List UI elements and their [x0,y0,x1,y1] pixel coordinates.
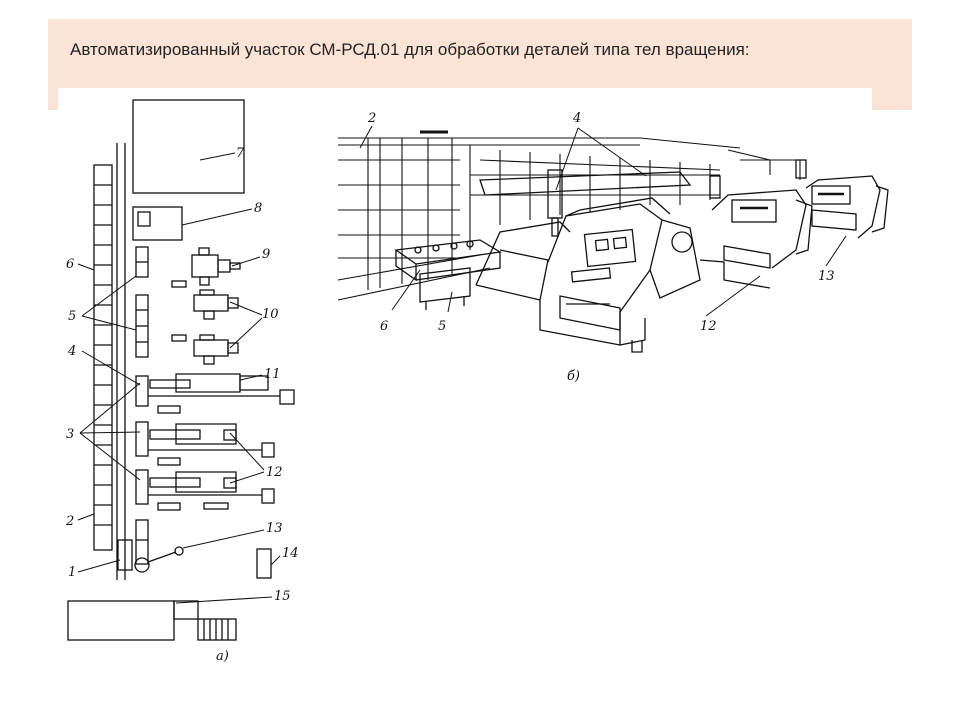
label-b-13: 13 [818,269,835,284]
unit-7 [132,99,245,194]
machines-12 [148,423,275,511]
label-a-6: 6 [66,257,74,272]
unit-15 [67,600,237,641]
pallets [135,246,149,565]
label-a-11: 11 [264,367,281,382]
device-9 [191,247,241,286]
label-a-12: 12 [266,465,283,480]
storage-rack [93,164,113,551]
plan-diagram: 1 2 3 4 5 6 7 8 9 10 11 12 13 14 15 а) [65,99,299,664]
machine-13 [795,159,889,239]
label-a-1: 1 [68,565,76,580]
cart-1 [117,539,133,571]
slide-title: Автоматизированный участок СМ-РСД.01 для… [70,40,750,59]
label-a-14: 14 [282,546,299,561]
banner-underlay [58,88,872,110]
caption-a: а) [216,649,229,664]
label-a-3: 3 [66,427,74,442]
label-a-13: 13 [266,521,283,536]
label-a-4: 4 [67,344,76,359]
device-10 [171,280,239,365]
unit-8-inner [137,211,151,227]
label-a-15: 15 [274,589,291,604]
caption-b: б) [567,369,580,384]
machine-12-middle [699,189,813,289]
pallet-station [394,239,502,310]
conveyor-rails [116,143,126,580]
robot-13 [134,546,184,573]
perspective-labels: 2 4 6 5 12 13 б) [367,111,835,384]
label-a-10: 10 [262,307,279,322]
perspective-leaders [359,125,847,317]
label-b-6: 6 [380,319,388,334]
unit-8 [132,206,183,241]
machine-11 [148,373,295,414]
label-b-2: 2 [367,111,376,126]
label-b-4: 4 [572,111,581,126]
label-a-2: 2 [65,514,74,529]
label-b-12: 12 [700,319,717,334]
plan-leaders [77,152,281,604]
gantry-robot [479,169,721,237]
plan-labels: 1 2 3 4 5 6 7 8 9 10 11 12 13 14 15 а) [65,146,299,664]
label-a-5: 5 [68,309,76,324]
label-b-5: 5 [438,319,446,334]
label-a-7: 7 [236,146,245,161]
perspective-diagram: 2 4 6 5 12 13 б) [337,111,889,384]
label-a-9: 9 [262,247,270,262]
label-a-8: 8 [254,201,262,216]
machine-12-main [475,197,701,353]
unit-14 [256,548,272,579]
